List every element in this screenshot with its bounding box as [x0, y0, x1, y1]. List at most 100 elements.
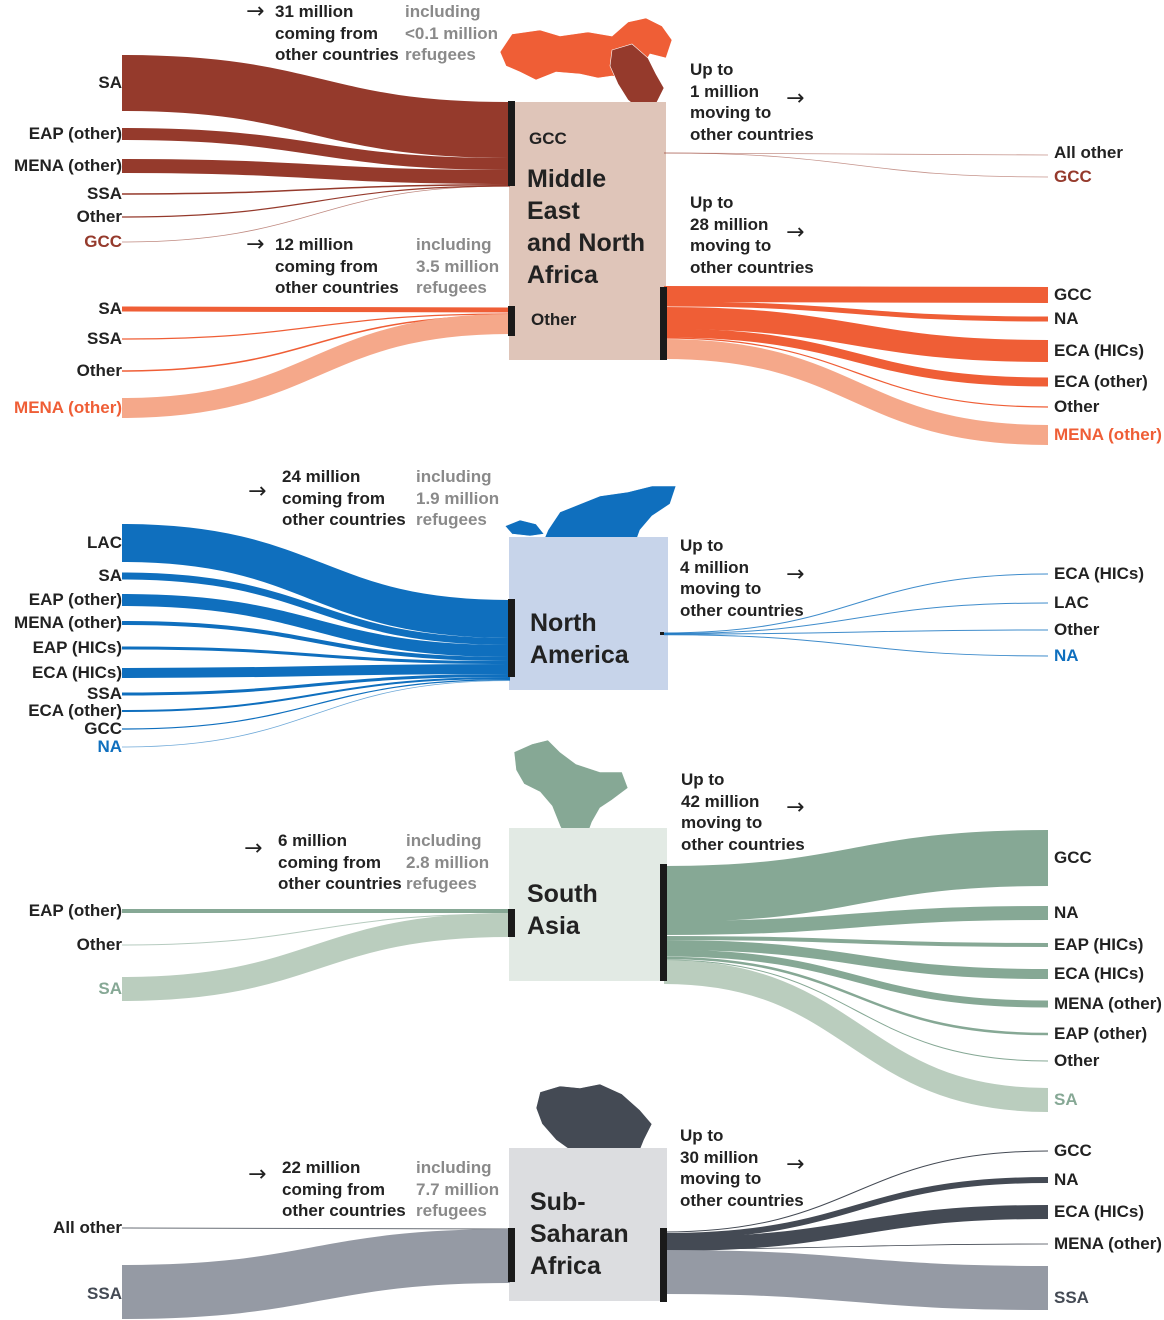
mena-other-dest-label: MENA (other)	[1054, 425, 1162, 444]
sa-inflow-ribbon	[121, 913, 511, 946]
sa-outflow-ribbon	[663, 959, 1049, 1062]
sa-dest-label: NA	[1054, 903, 1079, 922]
mena-other-inflow-bar	[508, 306, 515, 336]
na-source-label: NA	[97, 737, 122, 756]
na-outflow-ribbon	[663, 629, 1049, 635]
ssa-dest-label: GCC	[1054, 1141, 1092, 1160]
sa-region-name-line: South	[527, 880, 598, 908]
mena-other-inflow-text-line: coming from	[275, 256, 378, 276]
mena-other-inflow-ribbon	[121, 306, 511, 313]
ssa-source-label: All other	[53, 1218, 122, 1237]
na-outflow-ribbon	[663, 602, 1049, 635]
na-dest-label: Other	[1054, 620, 1100, 639]
sa-dest-label: ECA (HICs)	[1054, 964, 1145, 983]
mena-gcc-refugee-text-line: refugees	[405, 45, 476, 64]
sa-refugee-text-line: including	[406, 831, 482, 850]
mena-other-outflow-text-line: moving to	[690, 236, 772, 255]
na-source-label: GCC	[84, 719, 122, 738]
sa-inflow-text-line: coming from	[278, 852, 381, 872]
mena-gcc-refugee-text-line: <0.1 million	[405, 23, 499, 43]
mena-gcc-source-label: SA	[98, 73, 122, 92]
na-inflow-text-line: other countries	[282, 510, 406, 529]
mena-other-dest-label: GCC	[1054, 285, 1092, 304]
sa-dest-label: MENA (other)	[1054, 994, 1162, 1013]
ssa-inflow-ribbon	[121, 1229, 511, 1319]
sa-inflow-text-line: other countries	[278, 874, 402, 893]
mena-other-dest-label: NA	[1054, 309, 1079, 328]
ssa-outflow-text-line: moving to	[680, 1169, 762, 1188]
mena-gcc-outflow-text-line: other countries	[690, 124, 814, 144]
sa-source-label: SA	[98, 979, 122, 998]
ssa-outflow-text-line: 30 million	[680, 1147, 759, 1167]
mena-gcc-outflow-ribbon	[663, 152, 1049, 178]
arrow-right-icon: →	[786, 795, 805, 820]
mena-gcc-inflow-ribbon	[121, 159, 511, 184]
mena-other-dest-label: Other	[1054, 397, 1100, 416]
mena-other-outflow-text-line: 28 million	[690, 214, 769, 234]
sa-source-label: Other	[76, 935, 122, 954]
sa-outflow-ribbon	[663, 936, 1049, 947]
mena-region-name-line: Middle	[527, 165, 607, 193]
south-asia-map-icon	[513, 739, 629, 861]
na-inflow-ribbon	[121, 677, 511, 712]
sa-refugee-text-line: 2.8 million	[406, 852, 490, 872]
mena-gcc-source-label: SSA	[87, 184, 122, 203]
mena-other-dest-label: ECA (HICs)	[1054, 341, 1145, 360]
mena-other-outflow-bar	[660, 287, 667, 360]
na-inflow-ribbon	[121, 524, 511, 638]
ssa-dest-label: MENA (other)	[1054, 1234, 1162, 1253]
na-outflow-text-line: Up to	[680, 536, 724, 555]
ssa-inflow-ribbon	[121, 1227, 511, 1230]
arrow-right-icon: →	[246, 0, 265, 24]
sa-outflow-ribbon	[663, 956, 1049, 1036]
mena-gcc-outflow-text-line: 1 million	[690, 81, 759, 101]
mena-gcc-refugee-text-line: including	[405, 2, 481, 21]
mena-gcc-outflow-text-line: Up to	[690, 60, 734, 79]
na-refugee-text-line: including	[416, 467, 492, 486]
na-inflow-ribbon	[121, 664, 511, 678]
mena-other-refugee-text-line: including	[416, 235, 492, 254]
na-inflow-text-line: 24 million	[282, 467, 361, 486]
sa-source-label: EAP (other)	[28, 901, 122, 920]
ssa-dest-label: ECA (HICs)	[1054, 1202, 1145, 1221]
na-inflow-ribbon	[121, 680, 511, 748]
mena-gcc-inflow-ribbon	[121, 185, 511, 243]
ssa-region-name-line: Saharan	[530, 1220, 629, 1248]
na-source-label: EAP (other)	[28, 590, 122, 609]
na-dest-label: LAC	[1054, 593, 1089, 612]
mena-gcc-outflow-ribbon	[663, 152, 1049, 156]
mena-other-outflow-text-line: Up to	[690, 193, 734, 212]
sa-outflow-ribbon	[663, 906, 1049, 935]
ssa-outflow-text-line: Up to	[680, 1126, 724, 1145]
mena-other-outflow-ribbon	[663, 337, 1049, 408]
alaska-map-icon	[504, 519, 545, 537]
sa-outflow-bar	[660, 864, 667, 981]
na-source-label: ECA (HICs)	[31, 663, 122, 682]
mena-gcc-inflow-ribbon	[121, 128, 511, 170]
na-inflow-text-line: coming from	[282, 488, 385, 508]
na-outflow-ribbon	[663, 573, 1049, 634]
na-refugee-text-line: 1.9 million	[416, 488, 500, 508]
na-source-label: ECA (other)	[28, 701, 122, 720]
ssa-outflow-ribbon	[663, 1205, 1049, 1251]
na-source-label: MENA (other)	[14, 613, 122, 632]
ssa-region-name-line: Africa	[530, 1252, 601, 1280]
na-dest-label: ECA (HICs)	[1054, 564, 1145, 583]
na-inflow-ribbon	[121, 621, 511, 661]
sa-outflow-ribbon	[663, 830, 1049, 922]
sa-dest-label: GCC	[1054, 848, 1092, 867]
mena-gcc-source-label: Other	[76, 207, 122, 226]
ssa-inflow-text-line: 22 million	[282, 1158, 361, 1177]
sa-dest-label: SA	[1054, 1090, 1078, 1109]
